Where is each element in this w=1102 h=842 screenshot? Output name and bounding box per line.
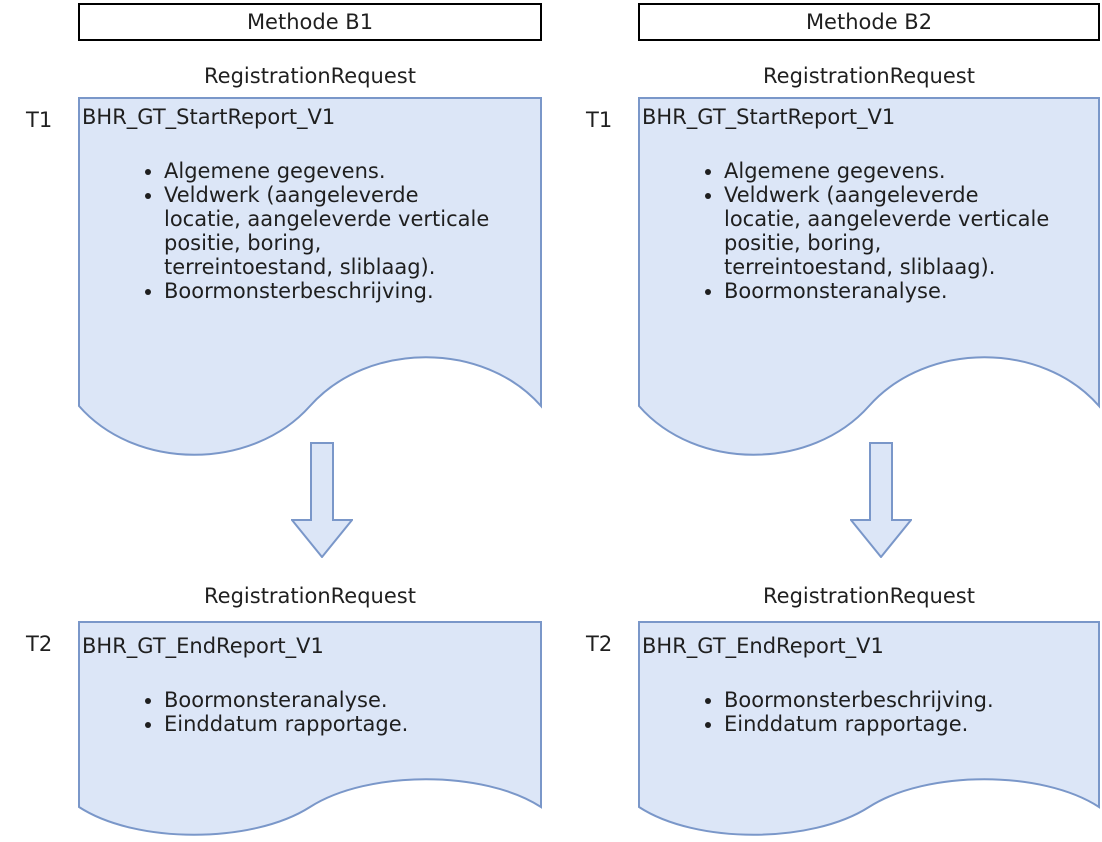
- registration-request-caption: RegistrationRequest: [763, 64, 975, 88]
- document-title: BHR_GT_EndReport_V1: [82, 634, 324, 658]
- document-title: BHR_GT_StartReport_V1: [642, 105, 896, 129]
- bullet-item: Veldwerk (aangeleverde locatie, aangelev…: [724, 183, 1064, 279]
- registration-request-caption: RegistrationRequest: [204, 64, 416, 88]
- document-title: BHR_GT_StartReport_V1: [82, 105, 336, 129]
- column-header-methode-b1: Methode B1: [78, 3, 542, 41]
- document-bullet-list: Algemene gegevens. Veldwerk (aangeleverd…: [78, 159, 542, 303]
- down-arrow-icon: [291, 442, 353, 558]
- document-bullet-list: Boormonsteranalyse. Einddatum rapportage…: [78, 688, 542, 736]
- registration-request-caption: RegistrationRequest: [763, 584, 975, 608]
- time-label-t2: T2: [586, 632, 613, 656]
- document-wave-outline-icon: [78, 621, 542, 836]
- bullet-item: Boormonsterbeschrijving.: [164, 279, 506, 303]
- document-wave-outline-icon: [638, 621, 1100, 836]
- bullet-item: Algemene gegevens.: [724, 159, 1064, 183]
- column-header-methode-b2: Methode B2: [638, 3, 1100, 41]
- document-bullet-list: Boormonsterbeschrijving. Einddatum rappo…: [638, 688, 1100, 736]
- time-label-t1: T1: [26, 108, 53, 132]
- column-methode-b1: Methode B1 RegistrationRequest BHR_GT_St…: [78, 0, 542, 842]
- bullet-item: Boormonsteranalyse.: [724, 279, 1064, 303]
- document-shape-start-report: BHR_GT_StartReport_V1 Algemene gegevens.…: [638, 97, 1100, 457]
- document-shape-end-report: BHR_GT_EndReport_V1 Boormonsteranalyse. …: [78, 621, 542, 837]
- bullet-item: Einddatum rapportage.: [724, 712, 1064, 736]
- time-label-t2: T2: [26, 632, 53, 656]
- bullet-item: Veldwerk (aangeleverde locatie, aangelev…: [164, 183, 506, 279]
- time-label-t1: T1: [586, 108, 613, 132]
- column-methode-b2: Methode B2 RegistrationRequest BHR_GT_St…: [638, 0, 1100, 842]
- bullet-item: Einddatum rapportage.: [164, 712, 506, 736]
- bullet-item: Boormonsterbeschrijving.: [724, 688, 1064, 712]
- document-wave-outline-icon: [638, 97, 1100, 456]
- bullet-item: Boormonsteranalyse.: [164, 688, 506, 712]
- document-shape-start-report: BHR_GT_StartReport_V1 Algemene gegevens.…: [78, 97, 542, 457]
- down-arrow-icon: [850, 442, 912, 558]
- bullet-item: Algemene gegevens.: [164, 159, 506, 183]
- registration-request-caption: RegistrationRequest: [204, 584, 416, 608]
- document-title: BHR_GT_EndReport_V1: [642, 634, 884, 658]
- document-bullet-list: Algemene gegevens. Veldwerk (aangeleverd…: [638, 159, 1100, 303]
- document-wave-outline-icon: [78, 97, 542, 456]
- document-shape-end-report: BHR_GT_EndReport_V1 Boormonsterbeschrijv…: [638, 621, 1100, 837]
